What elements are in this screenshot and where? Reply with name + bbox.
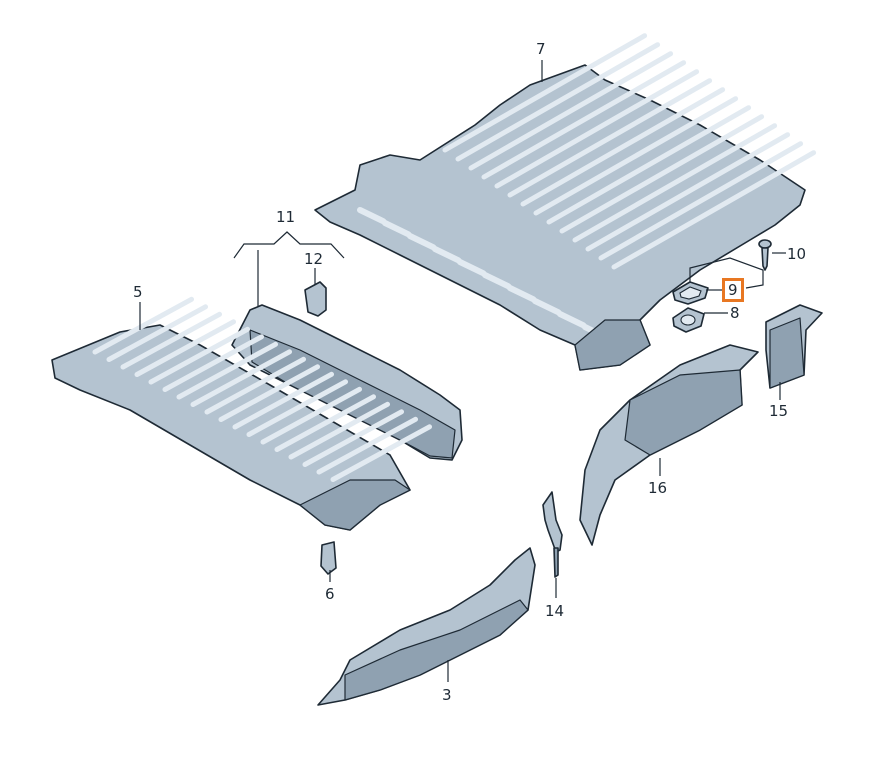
part-8-grommet[interactable] xyxy=(672,307,705,333)
floor-rib xyxy=(106,304,209,362)
floor-rib xyxy=(120,311,223,370)
callout-14[interactable]: 14 xyxy=(545,602,565,620)
floor-rib xyxy=(274,394,377,452)
floor-rib xyxy=(520,87,726,207)
floor-rib xyxy=(246,379,349,437)
floor-rib xyxy=(316,416,419,475)
part-6-bracket[interactable] xyxy=(320,541,337,575)
callout-16[interactable]: 16 xyxy=(648,479,668,497)
floor-rib xyxy=(162,334,265,392)
floor-rib xyxy=(232,371,335,430)
floor-rib xyxy=(357,207,387,225)
floor-rib xyxy=(148,326,251,385)
callout-5[interactable]: 5 xyxy=(133,283,143,301)
part-14-bracket[interactable] xyxy=(542,491,563,578)
callout-7[interactable]: 7 xyxy=(536,40,546,58)
floor-rib xyxy=(204,356,307,415)
leader-11-bracket xyxy=(233,231,345,259)
floor-rib xyxy=(557,311,587,329)
part-3-side-member[interactable] xyxy=(317,547,536,706)
floor-rib xyxy=(546,105,752,225)
part-10-screw[interactable] xyxy=(758,239,772,271)
floor-rib xyxy=(457,259,487,277)
part-16-wheel-arch[interactable] xyxy=(579,344,759,546)
callout-11[interactable]: 11 xyxy=(276,208,296,226)
leader-lines xyxy=(139,60,786,682)
floor-rib xyxy=(481,60,687,180)
callout-3[interactable]: 3 xyxy=(442,686,452,704)
floor-rib xyxy=(407,233,437,251)
callout-8[interactable]: 8 xyxy=(730,304,740,322)
floor-rib xyxy=(442,33,648,153)
floor-rib xyxy=(432,246,462,264)
floor-rib xyxy=(92,296,195,355)
floor-rib xyxy=(532,298,562,316)
floor-rib xyxy=(330,424,433,482)
floor-rib xyxy=(494,69,700,189)
part-15-side-panel[interactable] xyxy=(765,304,823,389)
callout-12[interactable]: 12 xyxy=(304,250,324,268)
floor-rib xyxy=(559,114,765,234)
floor-rib xyxy=(176,341,279,400)
floor-rib xyxy=(572,123,778,243)
floor-rib xyxy=(468,51,674,171)
floor-rib xyxy=(190,349,293,407)
callout-15[interactable]: 15 xyxy=(769,402,789,420)
floor-rib xyxy=(302,409,405,467)
floor-rib xyxy=(288,401,391,460)
part-12-bracket[interactable] xyxy=(304,281,327,317)
floor-rib xyxy=(533,96,739,216)
part-7-rear-floor-panel[interactable] xyxy=(314,33,817,371)
floor-rib xyxy=(585,132,791,252)
floor-rib xyxy=(507,285,537,303)
floor-rib xyxy=(598,141,804,261)
floor-rib xyxy=(455,42,661,162)
floor-rib xyxy=(482,272,512,290)
leader-9-bracket xyxy=(689,257,764,289)
callout-10[interactable]: 10 xyxy=(787,245,807,263)
floor-rib xyxy=(611,150,817,270)
callout-9[interactable]: 9 xyxy=(722,278,744,302)
callout-6[interactable]: 6 xyxy=(325,585,335,603)
floor-rib xyxy=(382,220,412,238)
floor-rib xyxy=(260,386,363,445)
floor-rib xyxy=(134,319,237,377)
floor-rib xyxy=(218,364,321,422)
part-5-floor-section[interactable] xyxy=(51,296,433,531)
floor-rib xyxy=(507,78,713,198)
